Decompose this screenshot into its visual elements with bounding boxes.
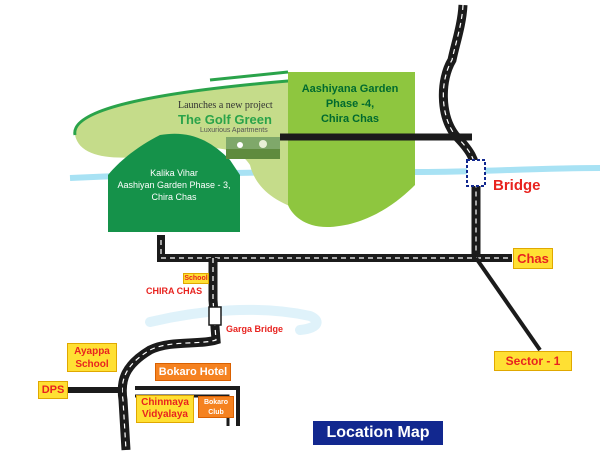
chinmaya-vidyalaya-label: Chinmaya Vidyalaya [136, 395, 194, 423]
ayappa-school-label: Ayappa School [67, 343, 117, 372]
bokaro-club-label: Bokaro Club [198, 396, 234, 418]
chira-chas-label: CHIRA CHAS [146, 286, 203, 296]
garga-bridge-symbol [208, 306, 222, 326]
luxurious-apartments-text: Luxurious Apartments [200, 127, 268, 134]
bridge-label: Bridge [493, 177, 541, 194]
phase4-area [288, 72, 415, 228]
golf-green-brand: The Golf Green [178, 112, 272, 127]
promo-launch-text: Launches a new project [178, 100, 273, 111]
garga-bridge-label: Garga Bridge [226, 324, 284, 334]
phase4-outline [209, 70, 289, 82]
bokaro-hotel-label: Bokaro Hotel [155, 363, 231, 381]
green-outline [73, 78, 301, 136]
phase3-area [108, 133, 240, 232]
school-marker: School [183, 273, 209, 284]
phase4-label: Aashiyana Garden Phase -4, Chira Chas [301, 83, 399, 125]
bridge-symbol [466, 159, 486, 187]
dps-label: DPS [38, 381, 68, 399]
location-map-title: Location Map [313, 421, 443, 445]
sector1-label: Sector - 1 [494, 351, 572, 371]
chas-label: Chas [513, 248, 553, 269]
phase3-label: Kalika Vihar Aashiyan Garden Phase - 3, … [117, 168, 231, 202]
garga-river [145, 304, 322, 335]
